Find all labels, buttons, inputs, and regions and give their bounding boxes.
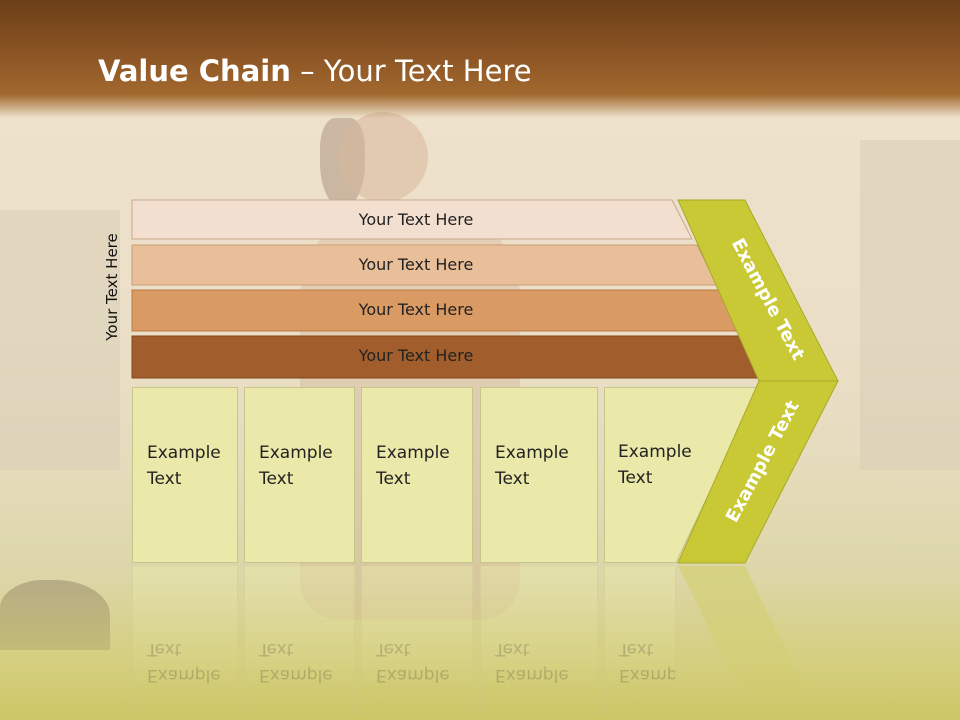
band-2-label: Your Text Here (358, 255, 474, 274)
city-building (0, 210, 120, 470)
city-building (860, 140, 960, 470)
band-3-label: Your Text Here (358, 300, 474, 319)
title-rest: – Your Text Here (290, 54, 532, 88)
band-1[interactable]: Your Text Here (131, 199, 693, 240)
header-bar (0, 0, 960, 118)
band-2[interactable]: Your Text Here (131, 244, 718, 286)
band-3[interactable]: Your Text Here (131, 289, 741, 332)
side-label[interactable]: Your Text Here (103, 233, 121, 341)
slide-title[interactable]: Value Chain – Your Text Here (98, 54, 532, 88)
band-4[interactable]: Your Text Here (131, 335, 765, 379)
title-bold: Value Chain (98, 54, 291, 88)
band-4-label: Your Text Here (358, 346, 474, 365)
runner-head (338, 112, 428, 202)
band-1-label: Your Text Here (358, 210, 474, 229)
